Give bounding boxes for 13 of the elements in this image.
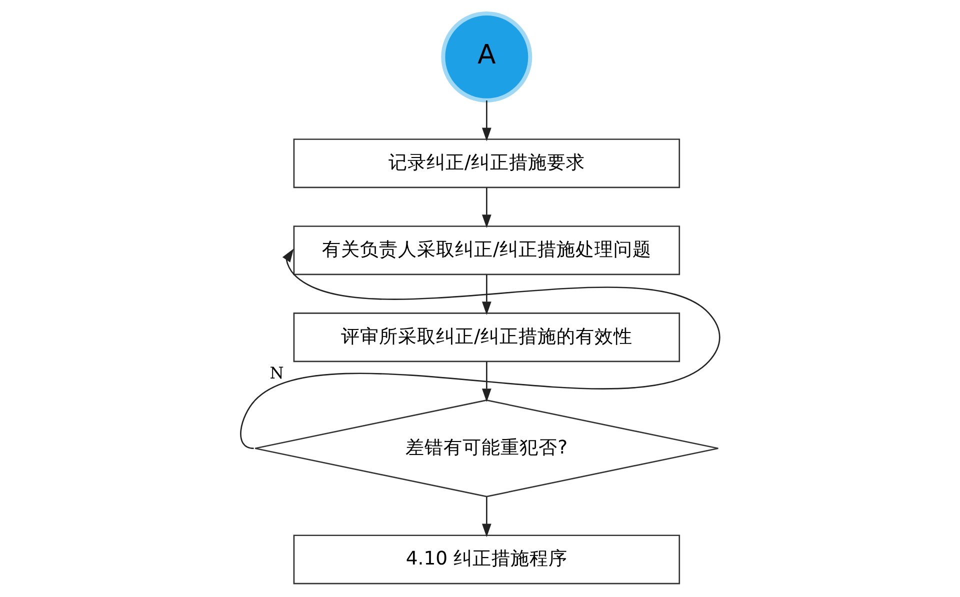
arrow xyxy=(482,362,492,402)
edge-label: N xyxy=(270,363,284,382)
node-circle: A xyxy=(441,11,532,102)
arrow xyxy=(482,496,492,538)
arrow xyxy=(482,274,492,315)
node-box: 4.10 纠正措施程序 xyxy=(293,534,680,584)
arrow xyxy=(482,188,492,228)
arrow xyxy=(240,248,720,449)
node-box: 评审所采取纠正/纠正措施的有效性 xyxy=(293,312,680,362)
node-diamond: 差错有可能重犯否? xyxy=(254,400,719,498)
node-box: 记录纠正/纠正措施要求 xyxy=(293,138,680,188)
node-box: 有关负责人采取纠正/纠正措施处理问题 xyxy=(293,226,680,276)
arrow xyxy=(482,100,492,142)
